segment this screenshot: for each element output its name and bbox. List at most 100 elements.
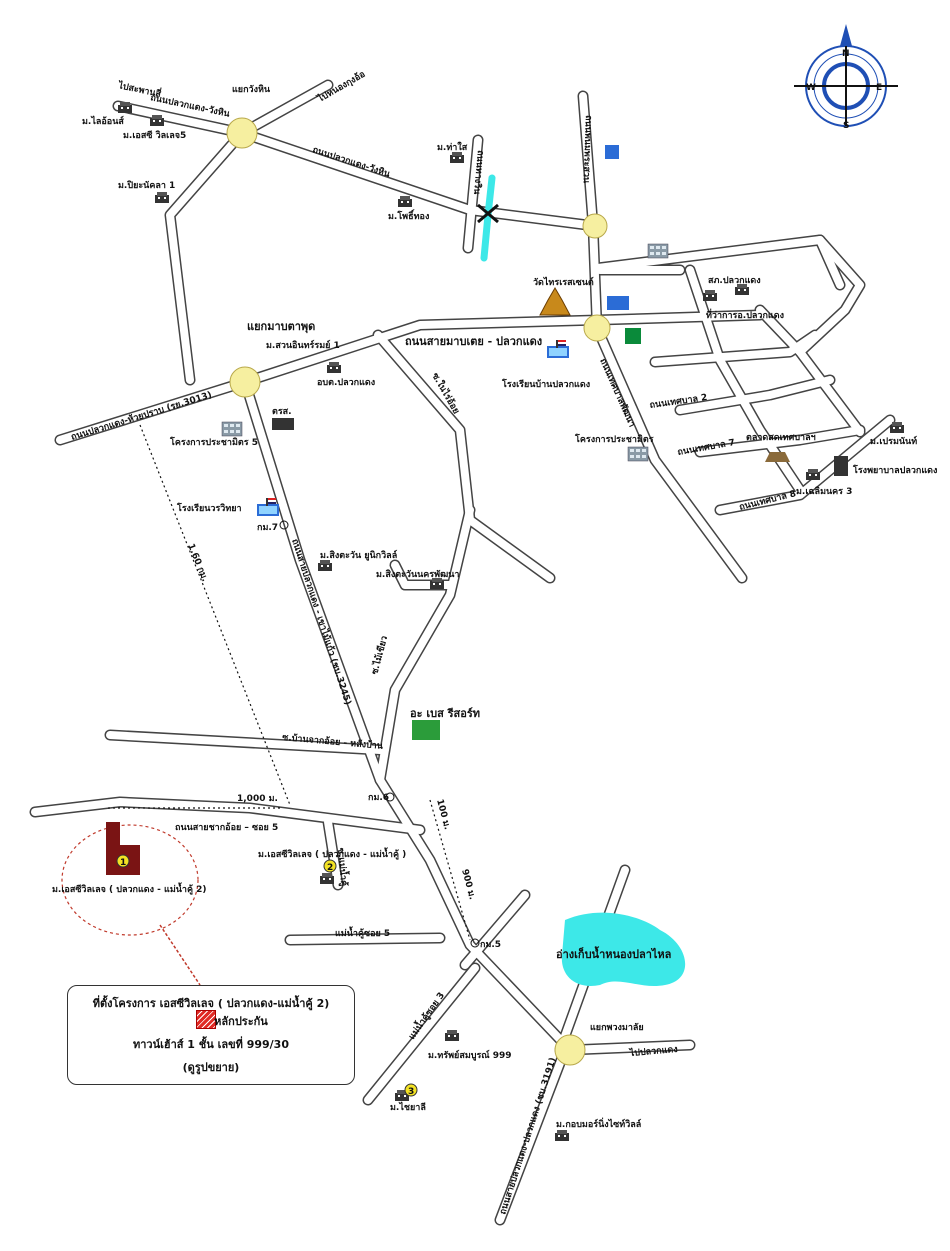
resort-icon bbox=[412, 720, 440, 740]
label-m-suan-in-rom: ม.สวนอินทร์รมย์ 1 bbox=[266, 339, 340, 351]
canal bbox=[480, 174, 496, 262]
label-d-900: 900 ม. bbox=[459, 868, 477, 901]
label-ar-base-resort: อะ เบส รีสอร์ท bbox=[410, 707, 480, 720]
legend-note: (ดูรูปขยาย) bbox=[182, 1061, 240, 1074]
project-parcel bbox=[106, 822, 140, 875]
house-icon bbox=[320, 873, 334, 884]
seven-eleven-icon bbox=[625, 328, 641, 344]
label-soi-mai-khiao: ซ.ไม้เขียว bbox=[368, 634, 390, 675]
label-sk-pluak-daeng: สภ.ปลวกแดง bbox=[708, 275, 761, 286]
label-m-lion: ม.ไลอ้อนส์ bbox=[82, 115, 124, 127]
label-school-ban-pd: โรงเรียนบ้านปลวกแดง bbox=[501, 378, 590, 390]
label-sai-chak-oi-soi5: ถนนสายชากอ้อย – ซอย 5 bbox=[175, 822, 278, 833]
roundabouts bbox=[226, 117, 611, 1066]
legend-title: ที่ตั้งโครงการ เอสซีวิลเลจ ( ปลวกแดง-แม่… bbox=[92, 997, 330, 1010]
temple-icon bbox=[539, 287, 571, 316]
label-m-sc-villa-project: ม.เอสซีวิลเลจ ( ปลวกแดง - แม่น้ำคู้ ) bbox=[258, 847, 406, 860]
label-wat-sai-reserve: วัดไทรเรสเซนต์ bbox=[533, 276, 594, 288]
house-icon bbox=[155, 192, 169, 203]
label-m-kansai-villa: ม.กอบมอร์นิ่งไซท์วิลล์ bbox=[556, 1117, 641, 1130]
house-icon bbox=[118, 102, 132, 113]
numbered-markers: 1 2 3 bbox=[116, 854, 418, 1097]
house-icon bbox=[327, 362, 341, 373]
compass-s: S bbox=[843, 121, 849, 131]
building-icon bbox=[627, 446, 649, 462]
label-hospital: โรงพยาบาลปลวกแดง bbox=[852, 464, 937, 476]
house-icon bbox=[703, 290, 717, 301]
label-km7: กม.7 bbox=[257, 523, 278, 533]
building-icon bbox=[647, 243, 669, 259]
label-m-prem-nan: ม.เปรมนันท์ bbox=[870, 435, 917, 447]
label-pracha-mit: โครงการประชามิตร bbox=[574, 433, 654, 445]
label-road-east-vertical: ถนนพนมพระสวน bbox=[581, 115, 593, 184]
legend-unit: ทาวน์เฮ้าส์ 1 ชั้น เลขที่ 999/30 bbox=[132, 1038, 289, 1051]
house-icon bbox=[555, 1130, 569, 1141]
label-reservoir: อ่างเก็บน้ำหนองปลาไหล bbox=[556, 946, 672, 961]
legend-box: ที่ตั้งโครงการ เอสซีวิลเลจ ( ปลวกแดง-แม่… bbox=[67, 985, 355, 1085]
label-yaek-wang-hin: แยกวังหิน bbox=[232, 84, 271, 95]
reservoir bbox=[561, 912, 686, 987]
label-m-tha-sai: ม.ท่าใส bbox=[437, 141, 468, 153]
label-obt: อบต.ปลวกแดง bbox=[317, 377, 375, 388]
bridge-icon bbox=[477, 203, 499, 224]
collateral-swatch-icon bbox=[196, 1010, 216, 1029]
hospital-icon bbox=[834, 456, 848, 476]
label-m-pho-thong: ม.โพธิ์ทอง bbox=[388, 209, 429, 222]
label-m-sc-villa5: ม.เอสซี วิลเลจ5 bbox=[123, 130, 186, 141]
label-pd-huai-prab: ถนนปลวกแดง-ห้วยปราบ (รย.3013) bbox=[70, 389, 214, 442]
pointer-line bbox=[159, 924, 201, 986]
label-m-srisomthong: ม.ทรัพย์สมบูรณ์ 999 bbox=[428, 1049, 512, 1061]
compass-e: E bbox=[876, 83, 882, 93]
building-icon bbox=[221, 421, 243, 437]
house-icon bbox=[450, 152, 464, 163]
compass-rose-icon: N S E W bbox=[794, 24, 898, 131]
shop-icon bbox=[607, 296, 629, 310]
label-yaek-phuang-malai: แยกพวงมาลัย bbox=[590, 1022, 644, 1033]
house-icon bbox=[398, 196, 412, 207]
label-school-worawit: โรงเรียนวรวิทยา bbox=[176, 502, 242, 514]
km6-icon bbox=[385, 792, 395, 802]
school-icon bbox=[547, 340, 569, 358]
label-m-chalimnakhon: ม.เฉลิมนคร 3 bbox=[796, 486, 852, 497]
legend-collateral: หลักประกัน bbox=[214, 1015, 268, 1028]
label-thetsaban-8: ถนนเทศบาล 8 bbox=[738, 489, 797, 513]
label-m-singtawan-nakhon: ม.สิงตะวันนครพัฒนา bbox=[376, 569, 459, 580]
house-icon bbox=[445, 1030, 459, 1041]
label-m-singtawan-unique: ม.สิงตะวัน ยูนิกวิลล์ bbox=[320, 549, 397, 561]
km7-icon bbox=[279, 520, 289, 530]
trs-icon bbox=[272, 418, 294, 430]
label-m-sc-villa-pd2: ม.เอสซีวิลเลจ ( ปลวกแดง - แม่น้ำคู้ 2) bbox=[52, 882, 207, 895]
market-icon bbox=[765, 452, 790, 462]
label-d-1-60: 1.60 กม. bbox=[185, 542, 209, 583]
road-network bbox=[29, 79, 896, 1226]
label-km6: กม.6 bbox=[368, 793, 389, 803]
house-icon bbox=[890, 422, 904, 433]
km5-icon bbox=[470, 938, 480, 948]
label-mae-nam-khu-soi5: แม่น้ำคู้ซอย 5 bbox=[335, 926, 390, 939]
label-d-100: 100 ม. bbox=[434, 798, 452, 831]
distance-lines bbox=[108, 424, 471, 941]
label-m-chaiya-lee: ม.ไชยาลี bbox=[390, 1101, 426, 1113]
police-icon bbox=[605, 145, 619, 159]
label-yaek-map-toei: แยกมาบตาพุด bbox=[247, 320, 315, 334]
label-khlong-road: ถนนทางวิน bbox=[471, 150, 486, 196]
house-icon bbox=[150, 115, 164, 126]
compass-w: W bbox=[806, 83, 816, 93]
marker-3: 3 bbox=[408, 1087, 414, 1097]
house-icon bbox=[806, 469, 820, 480]
project-area-circle bbox=[61, 824, 199, 936]
label-pracha-mit5: โครงการประชามิตร 5 bbox=[169, 436, 258, 448]
label-d-1000: 1,000 ม. bbox=[237, 794, 278, 804]
label-sai-map-toei: ถนนสายมาบเตย - ปลวกแดง bbox=[405, 335, 542, 348]
label-talad: ตลาดสดเทศบาลฯ bbox=[746, 433, 816, 443]
house-icon bbox=[318, 560, 332, 571]
label-amphoe: ที่ว่าการอ.ปลวกแดง bbox=[706, 308, 784, 321]
label-trs: ตรส. bbox=[272, 407, 292, 417]
marker-1: 1 bbox=[120, 858, 126, 868]
label-km5: กม.5 bbox=[480, 940, 501, 950]
marker-2: 2 bbox=[327, 863, 333, 873]
label-road-south-rayong: ถนนสายปลวกแดง-ปลวกแดง (ชบ.3191) bbox=[497, 1056, 558, 1216]
compass-n: N bbox=[842, 49, 850, 59]
school-icon bbox=[257, 498, 279, 516]
